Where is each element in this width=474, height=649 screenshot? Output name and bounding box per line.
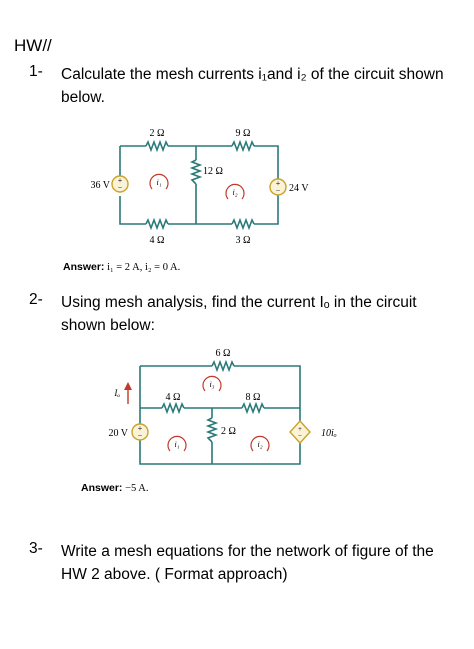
q1-wire-top-c — [254, 145, 279, 180]
svg-text:−: − — [298, 432, 302, 440]
q3-line2: HW 2 above. ( Format approach) — [61, 566, 288, 583]
q1-resistor-2ohm — [145, 139, 169, 153]
q1-source-36v: + − — [111, 175, 129, 193]
q1-resistor-12ohm — [189, 159, 203, 185]
q1-label-9ohm: 9 Ω — [236, 128, 251, 139]
svg-text:−: − — [138, 431, 143, 440]
q2-text: Using mesh analysis, find the current Iₒ… — [61, 291, 417, 337]
q1-resistor-9ohm — [231, 139, 255, 153]
q2-line1: Using mesh analysis, find the current Iₒ… — [61, 294, 417, 311]
q2-label-i2: i₂ — [257, 440, 262, 449]
q1-wire-right — [254, 194, 279, 225]
q2-dependent-source: + − — [289, 419, 311, 445]
q2-number: 2- — [29, 291, 43, 308]
q2-label-10io: 10iₒ — [321, 428, 337, 439]
q1-answer: Answer: i₁ = 2 A, i₂ = 0 A. — [63, 261, 180, 273]
q1-wire-left-lower — [119, 196, 146, 225]
q3-number: 3- — [29, 540, 43, 557]
q2-label-6ohm: 6 Ω — [216, 348, 231, 359]
svg-text:−: − — [276, 186, 281, 195]
q1-label-2ohm: 2 Ω — [150, 128, 165, 139]
q1-mesh1-arrow-icon — [149, 173, 169, 190]
q1-mesh2-arrow-icon — [225, 183, 245, 200]
svg-text:+: + — [276, 179, 281, 188]
q2-label-4ohm: 4 Ω — [166, 392, 181, 403]
q1-answer-value: i₁ = 2 A, i₂ = 0 A. — [107, 262, 181, 273]
q1-label-i2: i₂ — [232, 188, 237, 197]
q1-line2: below. — [61, 89, 105, 106]
q2-resistor-6ohm — [211, 359, 235, 373]
q1-answer-label: Answer: — [63, 261, 105, 273]
q1-label-36v: 36 V — [90, 180, 110, 191]
q3-text: Write a mesh equations for the network o… — [61, 540, 434, 586]
q2-label-io: Iₒ — [113, 388, 120, 398]
q2-label-20v: 20 V — [108, 428, 128, 439]
q2-wire-top-b — [234, 365, 301, 424]
q2-resistor-8ohm — [241, 401, 265, 415]
svg-text:−: − — [118, 183, 123, 192]
q1-resistor-4ohm — [145, 217, 169, 231]
q2-answer-value: −5 A. — [125, 483, 149, 494]
q2-line2: shown below: — [61, 317, 155, 334]
q2-label-i1: i₁ — [174, 440, 179, 449]
q2-source-20v: + − — [131, 423, 149, 441]
q1-label-i1: i₁ — [156, 178, 161, 187]
svg-text:+: + — [298, 425, 302, 433]
q2-label-i3: i₃ — [209, 380, 214, 389]
q1-label-24v: 24 V — [289, 183, 309, 194]
q1-label-4ohm: 4 Ω — [150, 235, 165, 246]
q1-number: 1- — [29, 63, 43, 80]
q2-mesh3-arrow-icon — [202, 375, 222, 392]
q2-answer-label: Answer: — [81, 482, 123, 494]
q2-resistor-2ohm — [205, 417, 219, 443]
page-title: HW// — [14, 36, 52, 55]
q2-current-arrow-icon — [124, 382, 132, 404]
q1-line1: Calculate the mesh currents i₁and i₂ of … — [61, 66, 444, 83]
q2-label-2ohm: 2 Ω — [221, 426, 236, 437]
q1-text: Calculate the mesh currents i₁and i₂ of … — [61, 63, 444, 109]
q2-mesh2-arrow-icon — [250, 435, 270, 452]
q2-label-8ohm: 8 Ω — [246, 392, 261, 403]
q1-label-3ohm: 3 Ω — [236, 235, 251, 246]
q1-circuit: + − + − 2 Ω 9 Ω 12 Ω 4 Ω 3 Ω 36 V 24 V i… — [90, 128, 309, 246]
q2-mesh1-arrow-icon — [167, 435, 187, 452]
q2-wire-bottom — [139, 440, 301, 465]
q1-label-12ohm: 12 Ω — [203, 166, 223, 177]
svg-text:+: + — [118, 176, 123, 185]
q1-resistor-3ohm — [231, 217, 255, 231]
svg-text:+: + — [138, 424, 143, 433]
q2-circuit: + − + − 6 Ω 4 Ω 8 Ω 2 Ω 20 V 10iₒ Iₒ i₁ … — [108, 348, 337, 465]
q3-line1: Write a mesh equations for the network o… — [61, 543, 434, 560]
q2-answer: Answer: −5 A. — [81, 482, 149, 494]
q2-resistor-4ohm — [161, 401, 185, 415]
q1-source-24v: + − — [269, 178, 287, 196]
